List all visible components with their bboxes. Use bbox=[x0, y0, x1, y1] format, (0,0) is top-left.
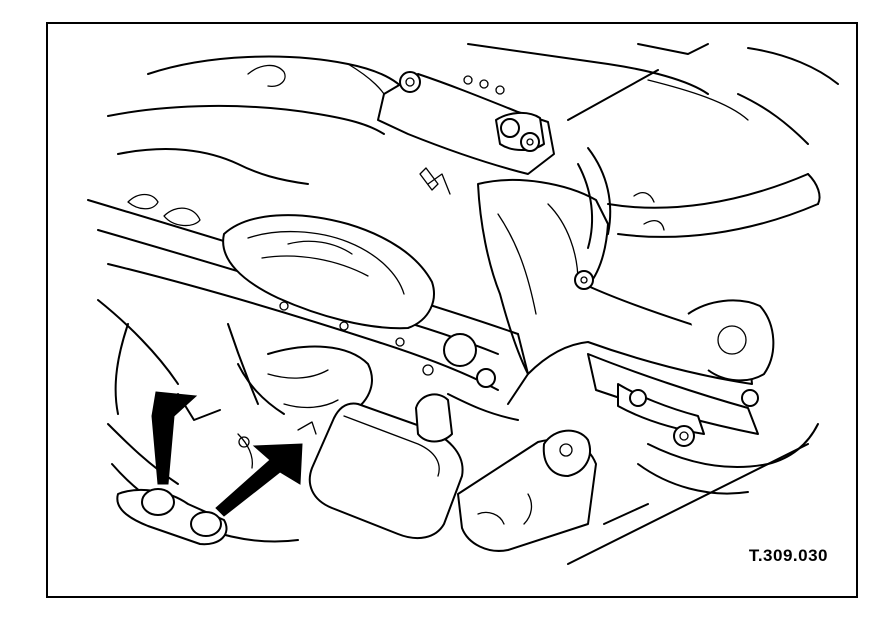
pointer-arrows bbox=[151, 391, 303, 517]
pointer-arrow-icon bbox=[215, 443, 303, 517]
silencer-box bbox=[308, 393, 519, 540]
suspension-arm bbox=[477, 147, 753, 385]
left-mount-bolt bbox=[141, 488, 175, 516]
support-plate bbox=[457, 429, 809, 565]
figure-reference-code: T.309.030 bbox=[746, 546, 830, 566]
drive-link bbox=[587, 299, 819, 495]
exhaust-pipe bbox=[607, 173, 821, 238]
upper-body-contours bbox=[107, 43, 839, 185]
upper-bracket bbox=[377, 69, 659, 175]
lower-left-mount bbox=[111, 393, 317, 546]
mount-pad bbox=[222, 214, 435, 330]
pointer-arrow-icon bbox=[151, 391, 198, 485]
technical-illustration bbox=[87, 43, 839, 565]
right-mount-bolt bbox=[190, 511, 222, 537]
lower-casing bbox=[97, 299, 373, 485]
figure-frame: T.309.030 bbox=[46, 22, 858, 598]
